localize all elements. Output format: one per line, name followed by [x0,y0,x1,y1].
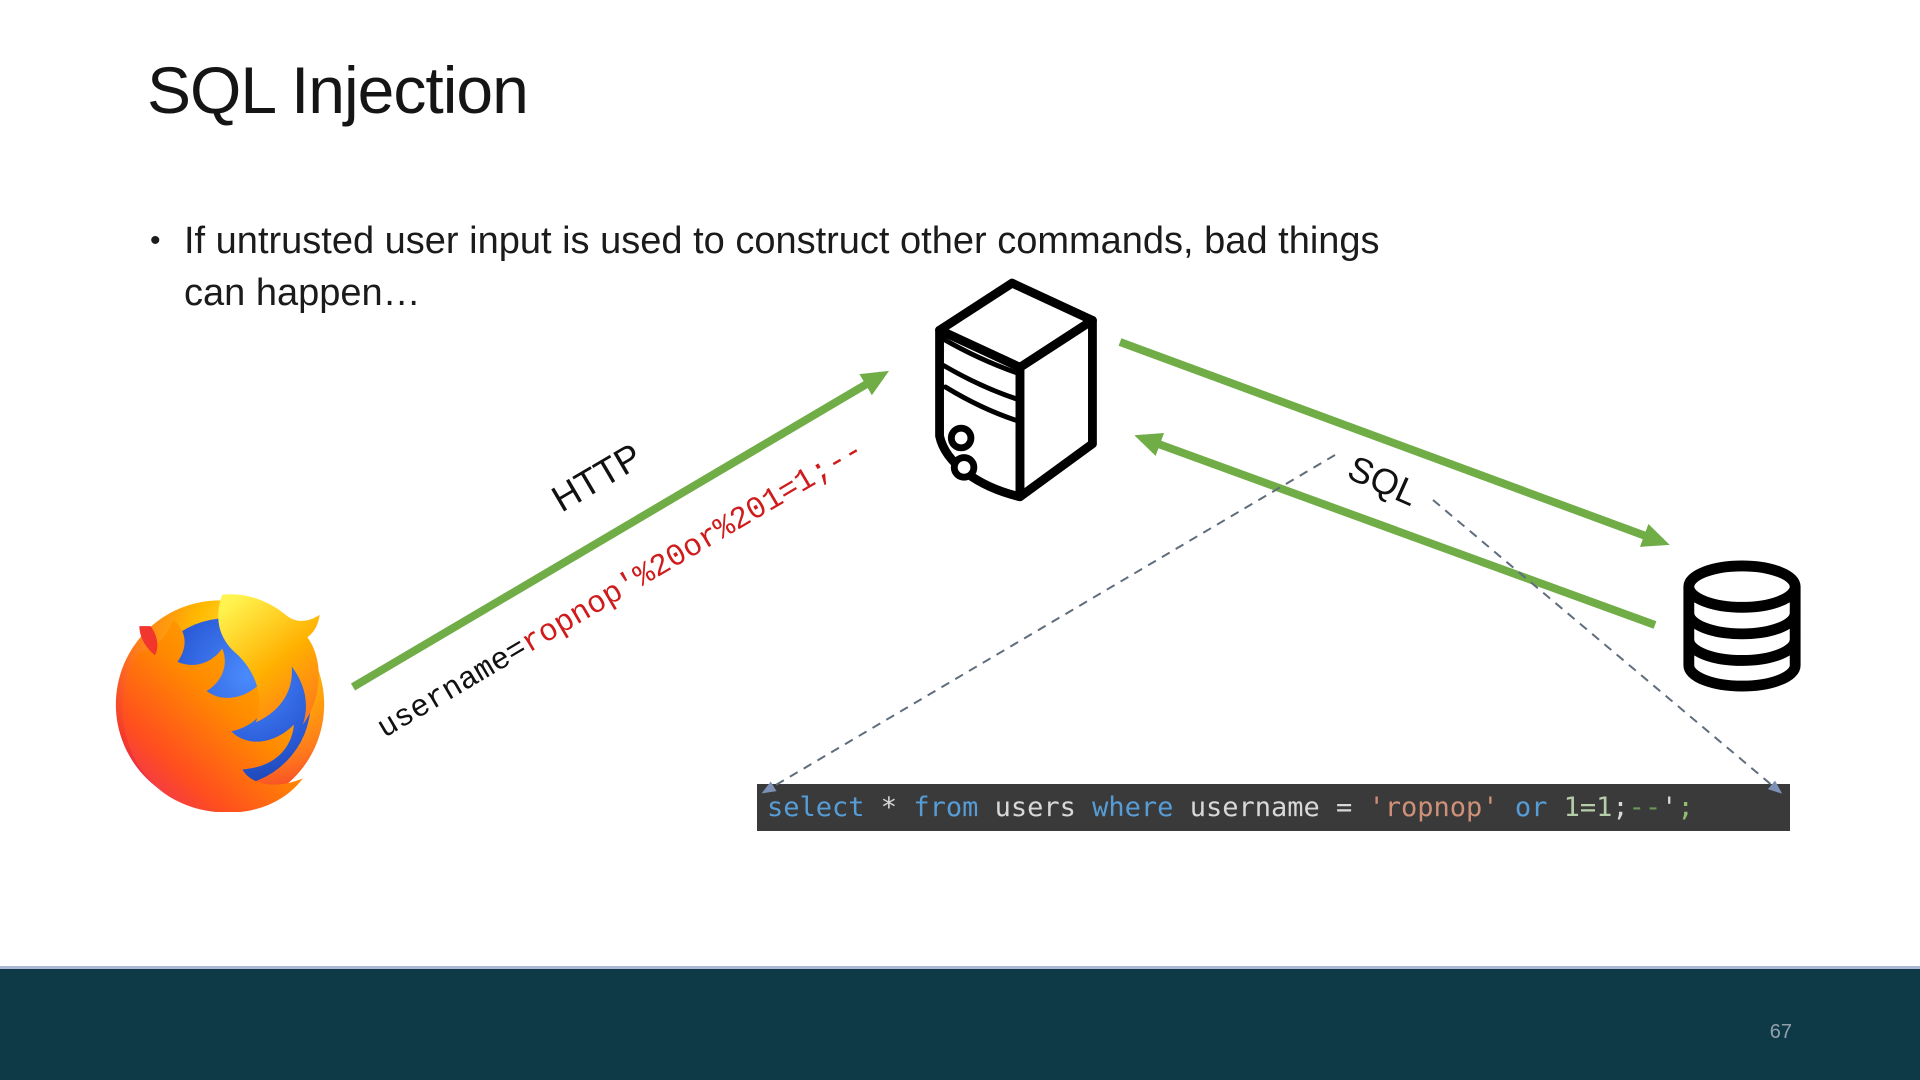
sql-token: ; [1677,792,1694,823]
sql-token: or [1514,792,1548,823]
sql-token [1499,792,1515,823]
sql-protocol-label: SQL [1341,447,1425,514]
http-request-arrow [350,370,890,691]
sql-token [1547,792,1563,823]
firefox-browser-icon [115,594,325,812]
sql-token: users [978,792,1093,823]
sql-token: select [767,792,865,823]
sql-token: ' [1661,792,1678,823]
sql-token: 1=1 [1563,792,1613,823]
payload-prefix: username= [371,631,534,747]
sql-token: from [913,792,979,823]
web-server-icon [935,278,1097,502]
footer-bar: 67 [0,966,1920,1080]
http-protocol-label: HTTP [544,435,649,520]
payload-injection: ropnop'%20or%201=1;-- [515,433,871,662]
sql-query-arrow [1118,338,1670,547]
bullet-item: • If untrusted user input is used to con… [150,216,1400,319]
database-icon [1683,560,1801,692]
sql-query-code-box: select * from users where username = 'ro… [757,784,1790,831]
sql-token: -- [1628,792,1662,823]
bullet-marker: • [150,224,161,257]
sql-token: * [864,792,914,823]
sql-token: username = [1173,792,1369,823]
sql-token: where [1092,792,1174,823]
page-number: 67 [1769,1021,1792,1043]
slide-title: SQL Injection [147,53,529,127]
sql-token: 'ropnop' [1368,792,1499,823]
sql-query-text: select * from users where username = 'ro… [767,792,1694,823]
sql-token: ; [1612,792,1629,823]
bullet-text: If untrusted user input is used to const… [184,220,1380,314]
